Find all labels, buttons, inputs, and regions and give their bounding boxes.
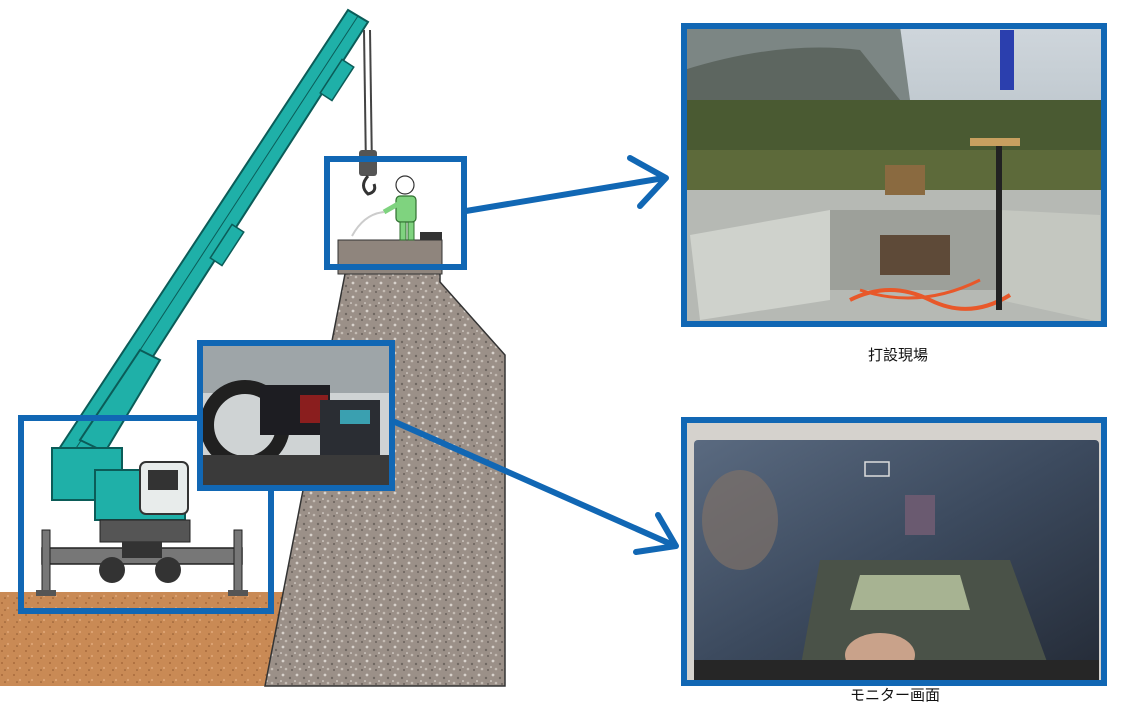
site-photo-caption: 打設現場 <box>868 346 929 364</box>
worker-figure <box>351 175 442 241</box>
crane-hook <box>359 29 377 196</box>
arrow-right-icon-top <box>463 155 669 214</box>
crane-body-frame <box>18 415 274 614</box>
cab-inset-frame <box>197 340 395 491</box>
site-photo <box>684 26 1104 324</box>
crane-truck <box>36 447 248 596</box>
arrow-right-icon-bottom <box>392 419 679 555</box>
monitor-photo <box>684 420 1104 683</box>
monitor-photo-frame <box>681 417 1107 686</box>
monitor-photo-caption: モニター画面 <box>850 686 941 704</box>
site-photo-frame <box>681 23 1107 327</box>
cab-monitor-inset <box>200 343 392 488</box>
